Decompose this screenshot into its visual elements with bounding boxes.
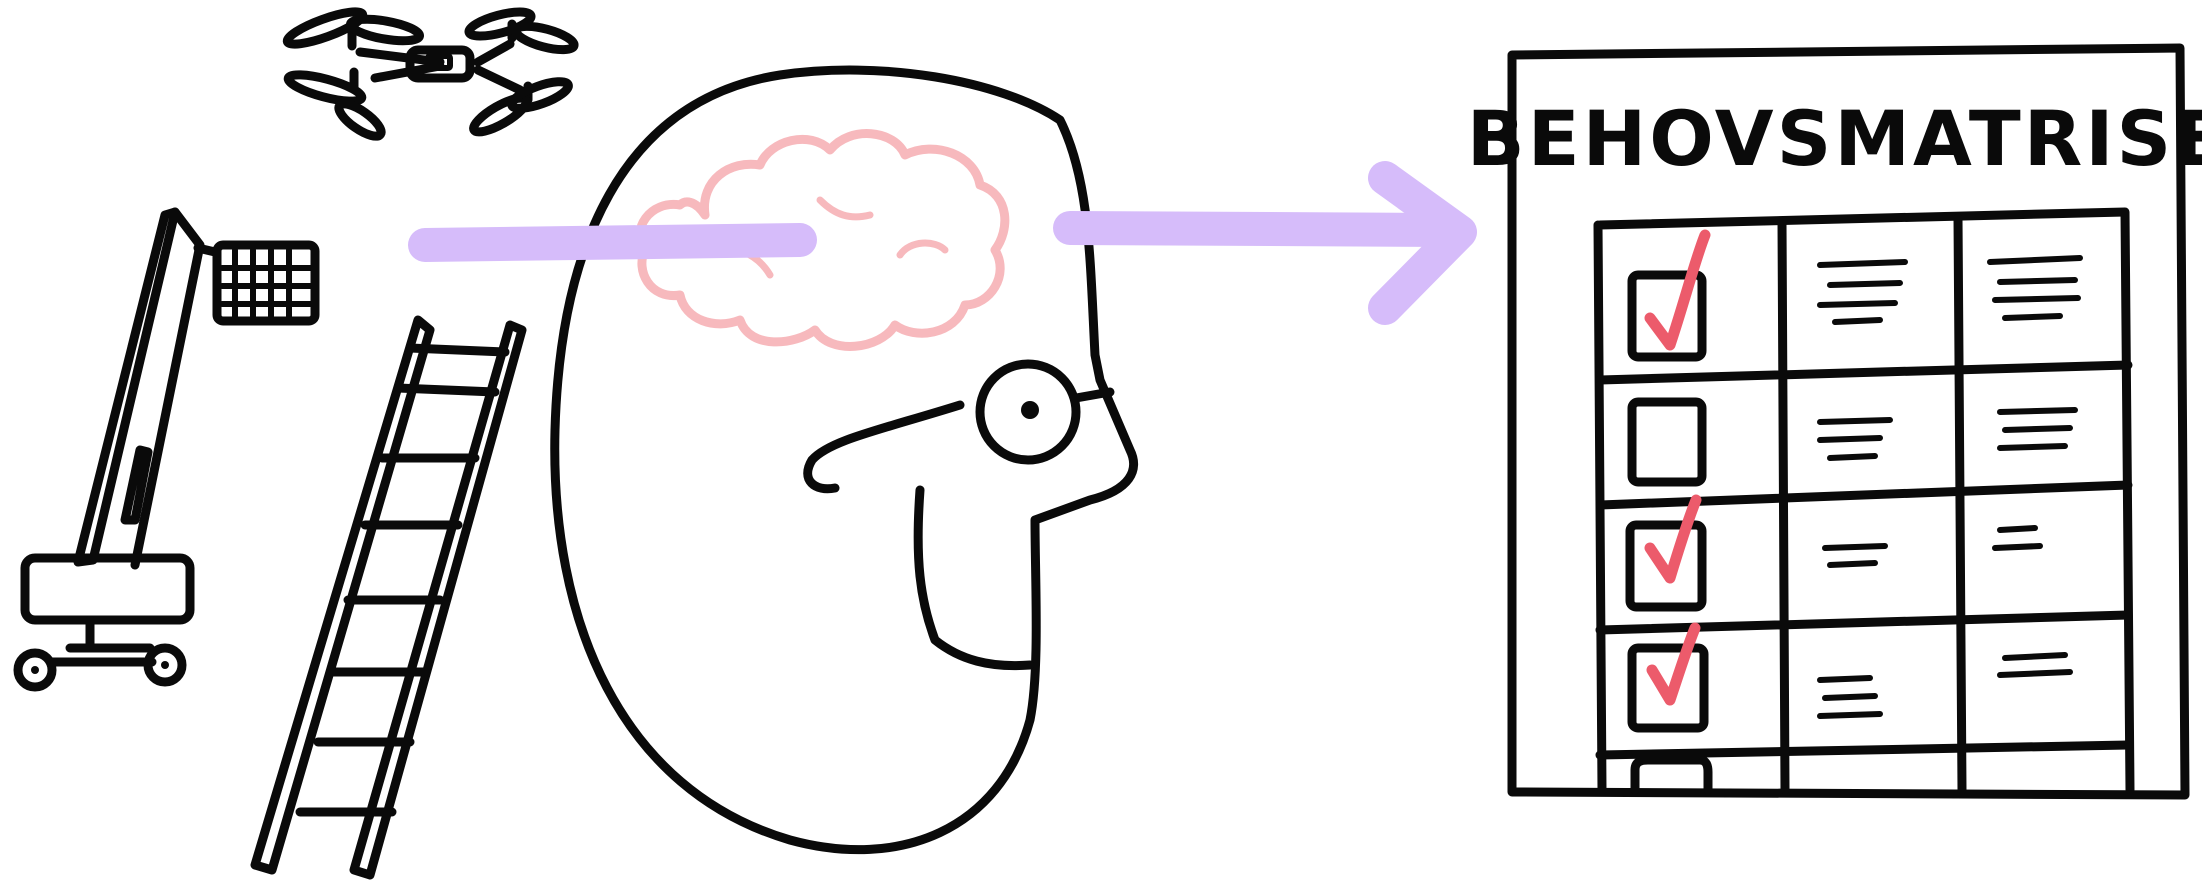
checkmark-icon xyxy=(1650,500,1696,578)
text-lines-icon xyxy=(1990,258,2080,318)
matrix-title: BEHOVSMATRISE xyxy=(1467,94,2202,183)
text-lines-icon xyxy=(1820,262,1905,322)
ladder-icon xyxy=(255,320,522,875)
matrix-row xyxy=(1635,760,1708,790)
text-lines-icon xyxy=(2000,655,2070,675)
matrix-row xyxy=(1632,402,2075,482)
matrix-row xyxy=(1632,235,2080,357)
boom-lift-icon xyxy=(18,212,315,687)
matrix-row xyxy=(1630,500,2040,607)
matrix-row xyxy=(1632,628,2070,728)
text-lines-icon xyxy=(1825,546,1885,565)
text-lines-icon xyxy=(2000,410,2075,448)
checkbox-icon[interactable] xyxy=(1632,402,1702,482)
glasses-icon xyxy=(980,364,1110,460)
text-lines-icon xyxy=(1820,678,1880,716)
checkbox-icon[interactable] xyxy=(1635,760,1708,790)
arrow-icon xyxy=(425,178,1460,308)
text-lines-icon xyxy=(1995,528,2040,548)
checkmark-icon xyxy=(1652,628,1695,700)
text-lines-icon xyxy=(1820,420,1890,458)
matrix-document: BEHOVSMATRISE xyxy=(1467,48,2202,795)
checkmark-icon xyxy=(1650,235,1705,345)
drone-icon xyxy=(284,6,576,142)
